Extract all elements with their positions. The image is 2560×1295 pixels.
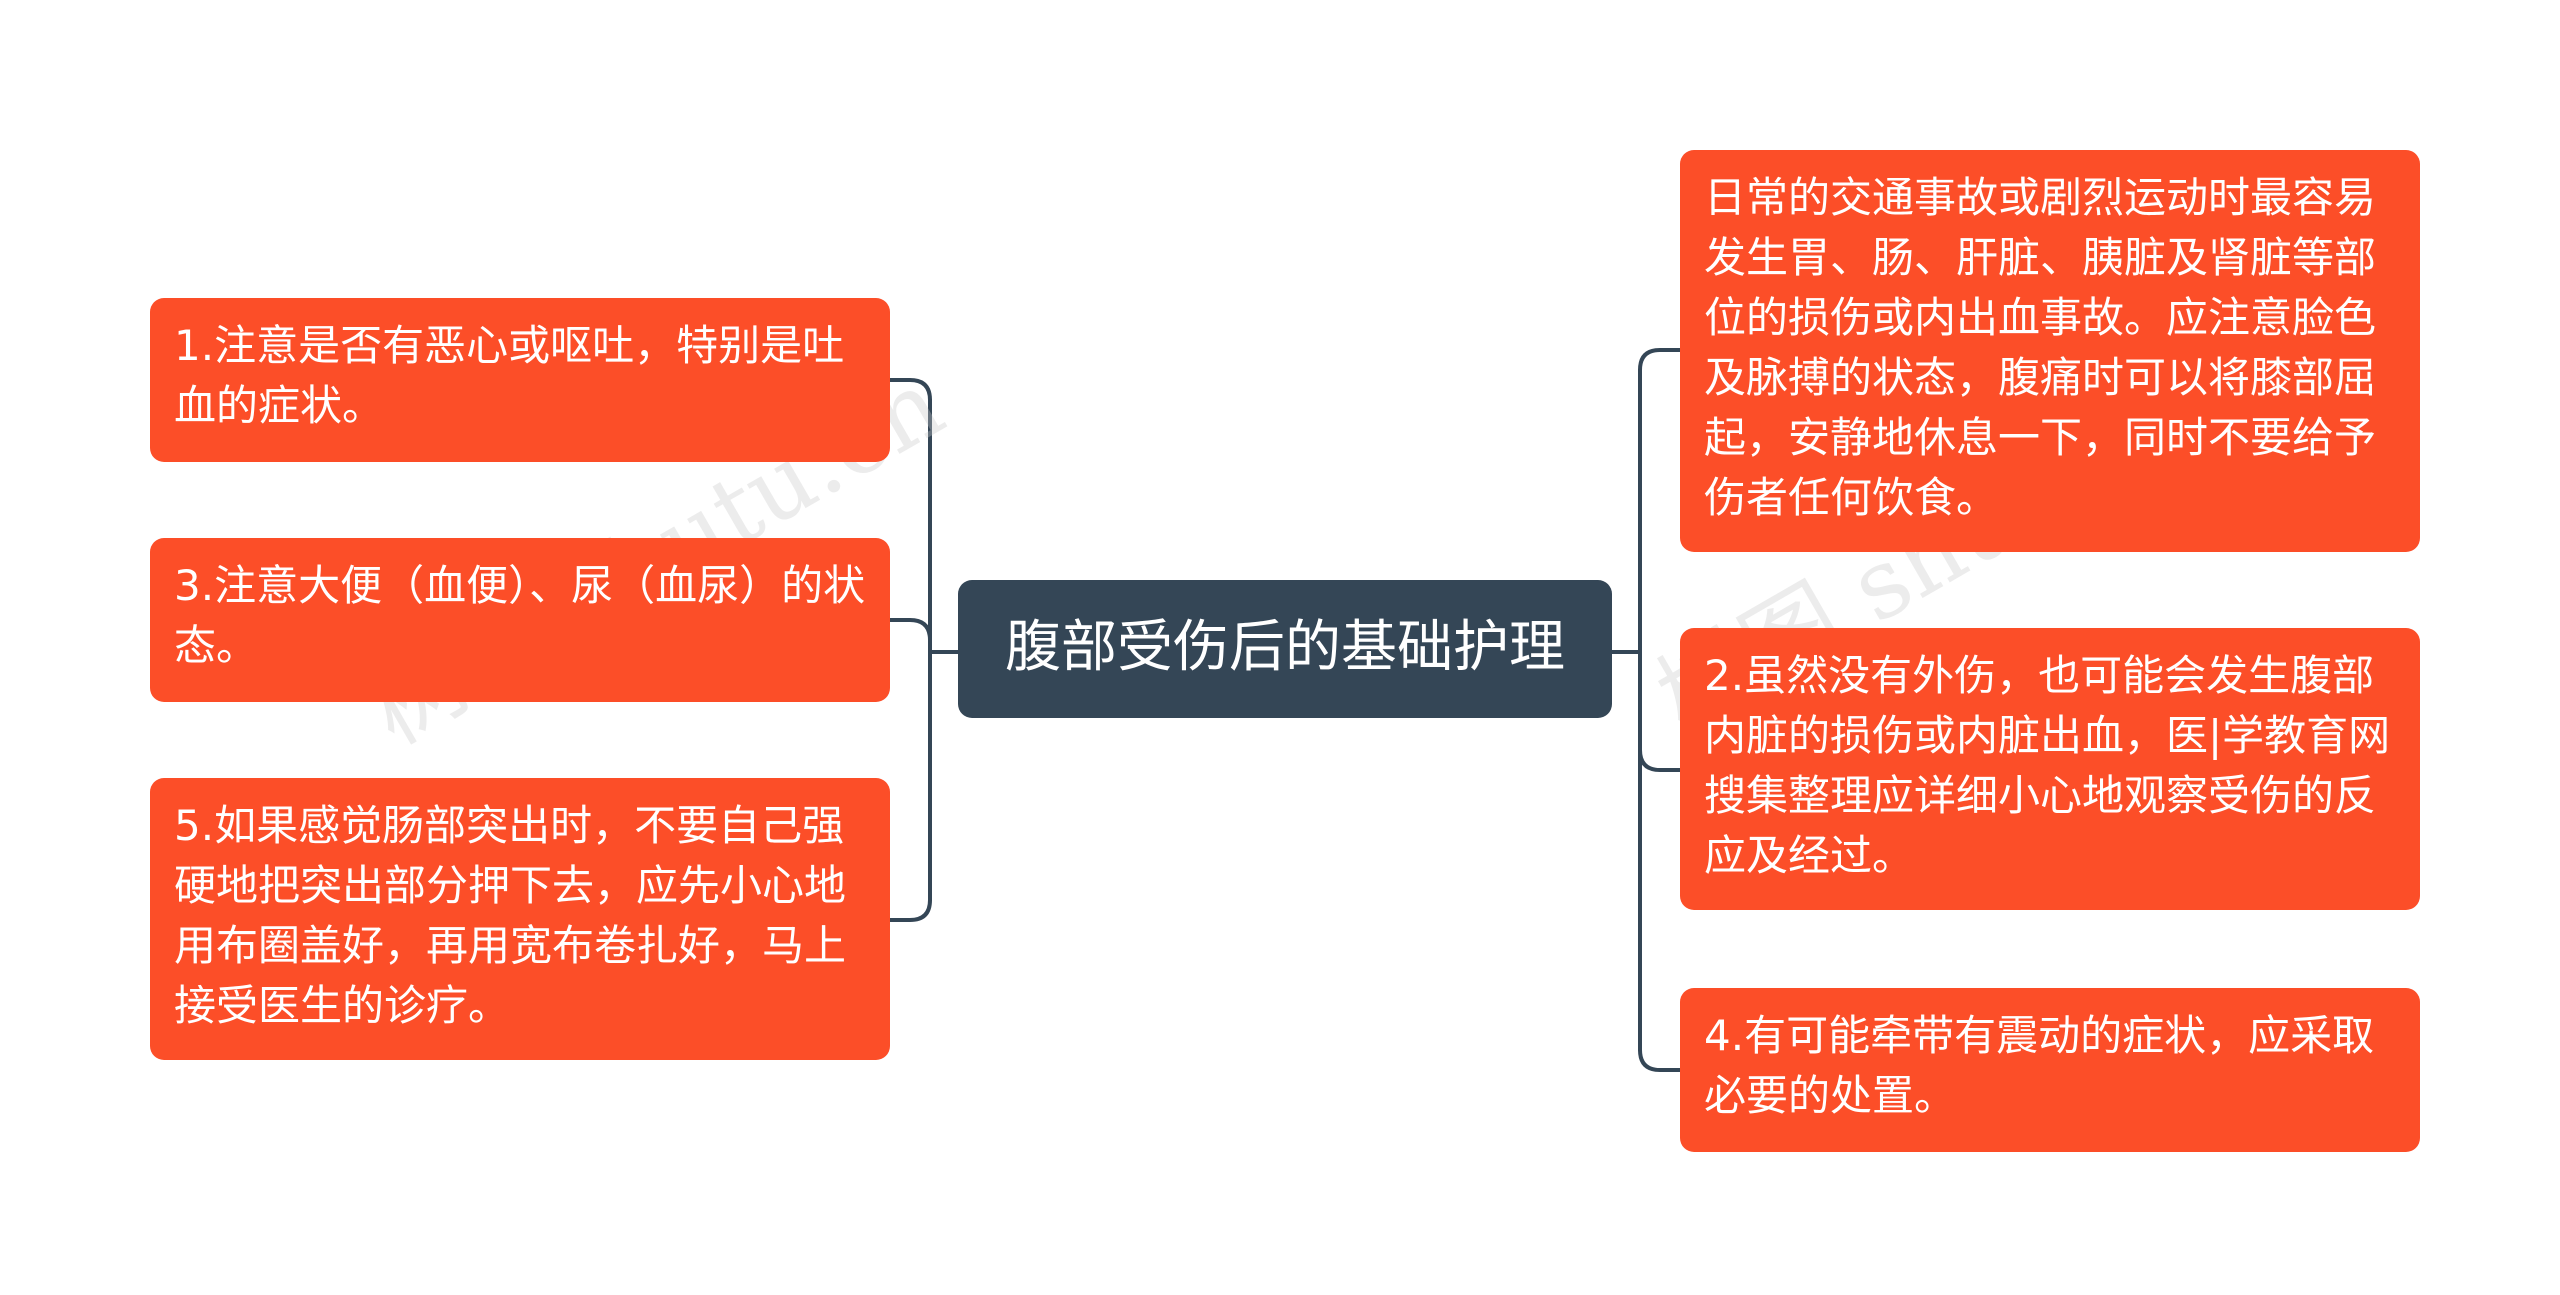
- connector-left-5: [888, 898, 932, 922]
- connector-right-0: [1638, 348, 1682, 372]
- central-topic[interactable]: 腹部受伤后的基础护理: [958, 580, 1612, 718]
- connector-right-2: [1638, 748, 1682, 772]
- topic-right-2[interactable]: 2.虽然没有外伤，也可能会发生腹部内脏的损伤或内脏出血，医|学教育网搜集整理应详…: [1680, 628, 2420, 910]
- topic-left-5[interactable]: 5.如果感觉肠部突出时，不要自己强硬地把突出部分押下去，应先小心地用布圈盖好，再…: [150, 778, 890, 1060]
- connector-left-1: [888, 378, 932, 402]
- topic-left-3[interactable]: 3.注意大便（血便）、尿（血尿）的状态。: [150, 538, 890, 702]
- topic-left-1[interactable]: 1.注意是否有恶心或呕吐，特别是吐血的症状。: [150, 298, 890, 462]
- topic-right-intro[interactable]: 日常的交通事故或剧烈运动时最容易发生胃、肠、肝脏、胰脏及肾脏等部位的损伤或内出血…: [1680, 150, 2420, 552]
- connector-left-3: [888, 618, 932, 642]
- topic-right-4[interactable]: 4.有可能牵带有震动的症状，应采取必要的处置。: [1680, 988, 2420, 1152]
- connector-right-4: [1638, 1048, 1682, 1072]
